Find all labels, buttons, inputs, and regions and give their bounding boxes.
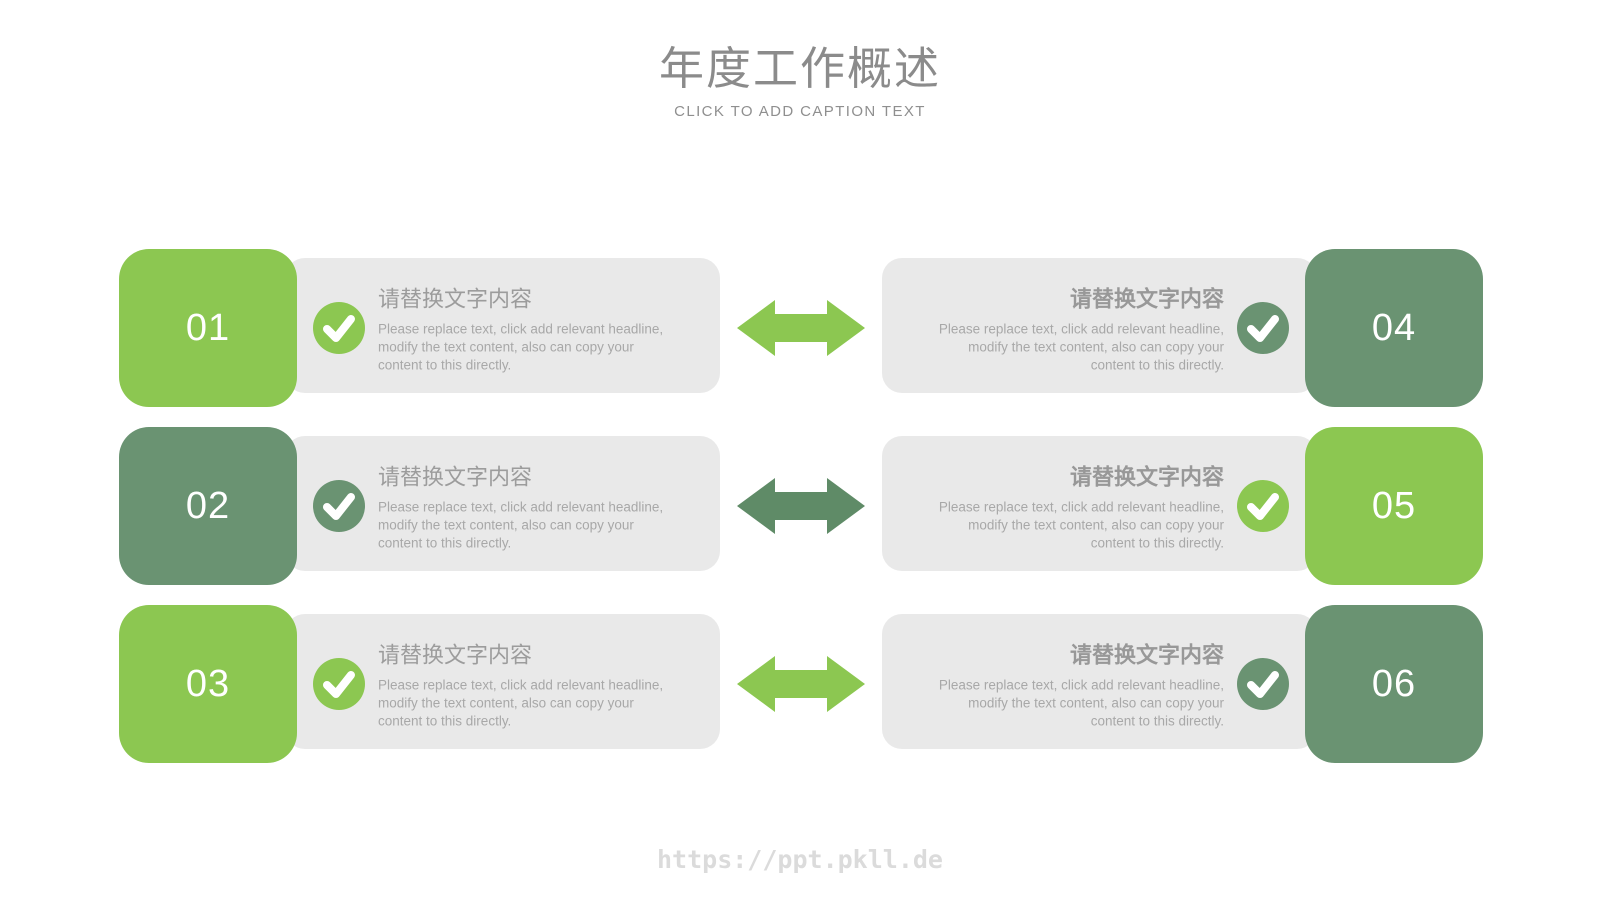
placeholder-text-block: 请替换文字内容 Please replace text, click add r… (378, 460, 673, 553)
item-03: 03 请替换文字内容 Please replace text, click ad… (119, 605, 720, 763)
number-badge: 06 (1305, 605, 1483, 763)
placeholder-body: Please replace text, click add relevant … (938, 499, 1224, 551)
placeholder-title: 请替换文字内容 (1069, 642, 1224, 668)
item-01: 01 请替换文字内容 Please replace text, click ad… (119, 249, 720, 407)
check-icon (313, 658, 365, 710)
slide-title: 年度工作概述 (658, 43, 941, 94)
arrow-cell (720, 605, 882, 763)
number-badge: 02 (119, 427, 297, 585)
placeholder-text-block: 请替换文字内容 Please replace text, click add r… (378, 282, 673, 375)
placeholder-body: Please replace text, click add relevant … (378, 321, 664, 373)
row-2: 02 请替换文字内容 Please replace text, click ad… (119, 427, 1483, 585)
number-badge: 03 (119, 605, 297, 763)
row-3: 03 请替换文字内容 Please replace text, click ad… (119, 605, 1483, 763)
arrow-cell (720, 249, 882, 407)
slide-subtitle: CLICK TO ADD CAPTION TEXT (674, 102, 926, 120)
item-06: 06 请替换文字内容 Please replace text, click ad… (882, 605, 1483, 763)
placeholder-text-block: 请替换文字内容 Please replace text, click add r… (378, 638, 673, 731)
placeholder-title: 请替换文字内容 (378, 642, 533, 668)
placeholder-text-block: 请替换文字内容 Please replace text, click add r… (929, 282, 1224, 375)
placeholder-body: Please replace text, click add relevant … (938, 677, 1224, 729)
watermark-url: https://ppt.pkll.de (657, 845, 943, 874)
check-icon (1237, 658, 1289, 710)
check-icon (1237, 302, 1289, 354)
double-arrow-icon (737, 656, 865, 712)
placeholder-text-block: 请替换文字内容 Please replace text, click add r… (929, 460, 1224, 553)
number-badge: 05 (1305, 427, 1483, 585)
placeholder-title: 请替换文字内容 (1069, 286, 1224, 312)
placeholder-text-block: 请替换文字内容 Please replace text, click add r… (929, 638, 1224, 731)
number-badge: 04 (1305, 249, 1483, 407)
placeholder-title: 请替换文字内容 (378, 286, 533, 312)
placeholder-body: Please replace text, click add relevant … (378, 499, 664, 551)
double-arrow-icon (737, 300, 865, 356)
double-arrow-icon (737, 478, 865, 534)
item-04: 04 请替换文字内容 Please replace text, click ad… (882, 249, 1483, 407)
placeholder-body: Please replace text, click add relevant … (378, 677, 664, 729)
placeholder-title: 请替换文字内容 (378, 464, 533, 490)
placeholder-title: 请替换文字内容 (1069, 464, 1224, 490)
number-badge: 01 (119, 249, 297, 407)
arrow-cell (720, 427, 882, 585)
item-05: 05 请替换文字内容 Please replace text, click ad… (882, 427, 1483, 585)
placeholder-body: Please replace text, click add relevant … (938, 321, 1224, 373)
check-icon (1237, 480, 1289, 532)
item-02: 02 请替换文字内容 Please replace text, click ad… (119, 427, 720, 585)
slide-header: 年度工作概述 CLICK TO ADD CAPTION TEXT (0, 44, 1600, 120)
row-1: 01 请替换文字内容 Please replace text, click ad… (119, 249, 1483, 407)
items-grid: 01 请替换文字内容 Please replace text, click ad… (119, 249, 1483, 783)
check-icon (313, 302, 365, 354)
check-icon (313, 480, 365, 532)
